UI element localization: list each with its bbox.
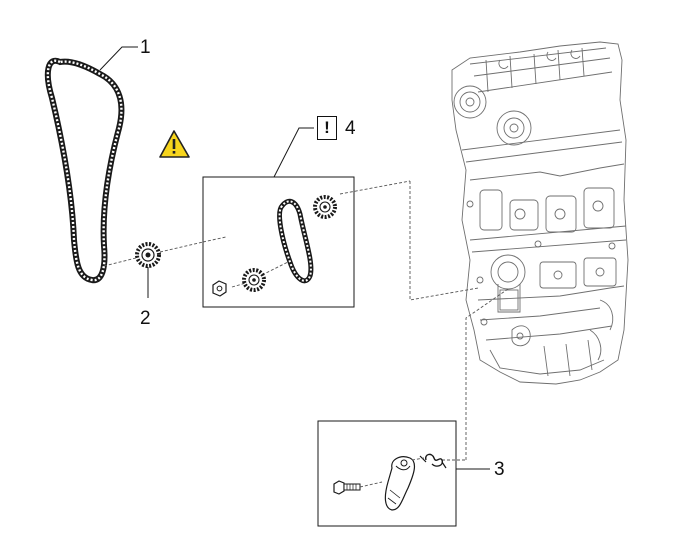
callout-3[interactable]: 3 [494, 459, 505, 480]
chain-tensioner-arm[interactable] [384, 456, 416, 511]
leader-line-4 [273, 127, 314, 178]
callout-2[interactable]: 2 [140, 308, 151, 329]
crank-sprocket[interactable] [135, 242, 161, 268]
tensioner-bolt[interactable] [333, 480, 361, 495]
drive-sprocket[interactable] [242, 268, 266, 292]
callout-4[interactable]: 4 [345, 118, 356, 139]
tensioner-spring[interactable] [419, 453, 447, 469]
part3-detail-box [317, 420, 457, 527]
oil-pump-sprocket[interactable] [313, 195, 337, 219]
timing-chain[interactable] [44, 57, 125, 284]
balancer-chain[interactable] [277, 198, 314, 284]
hex-nut[interactable] [212, 280, 227, 297]
engine-block [451, 41, 629, 385]
leader-line-1 [99, 46, 138, 71]
callout-1[interactable]: 1 [140, 37, 151, 58]
attention-box-icon: ! [317, 116, 337, 140]
warning-triangle-icon [159, 130, 190, 158]
